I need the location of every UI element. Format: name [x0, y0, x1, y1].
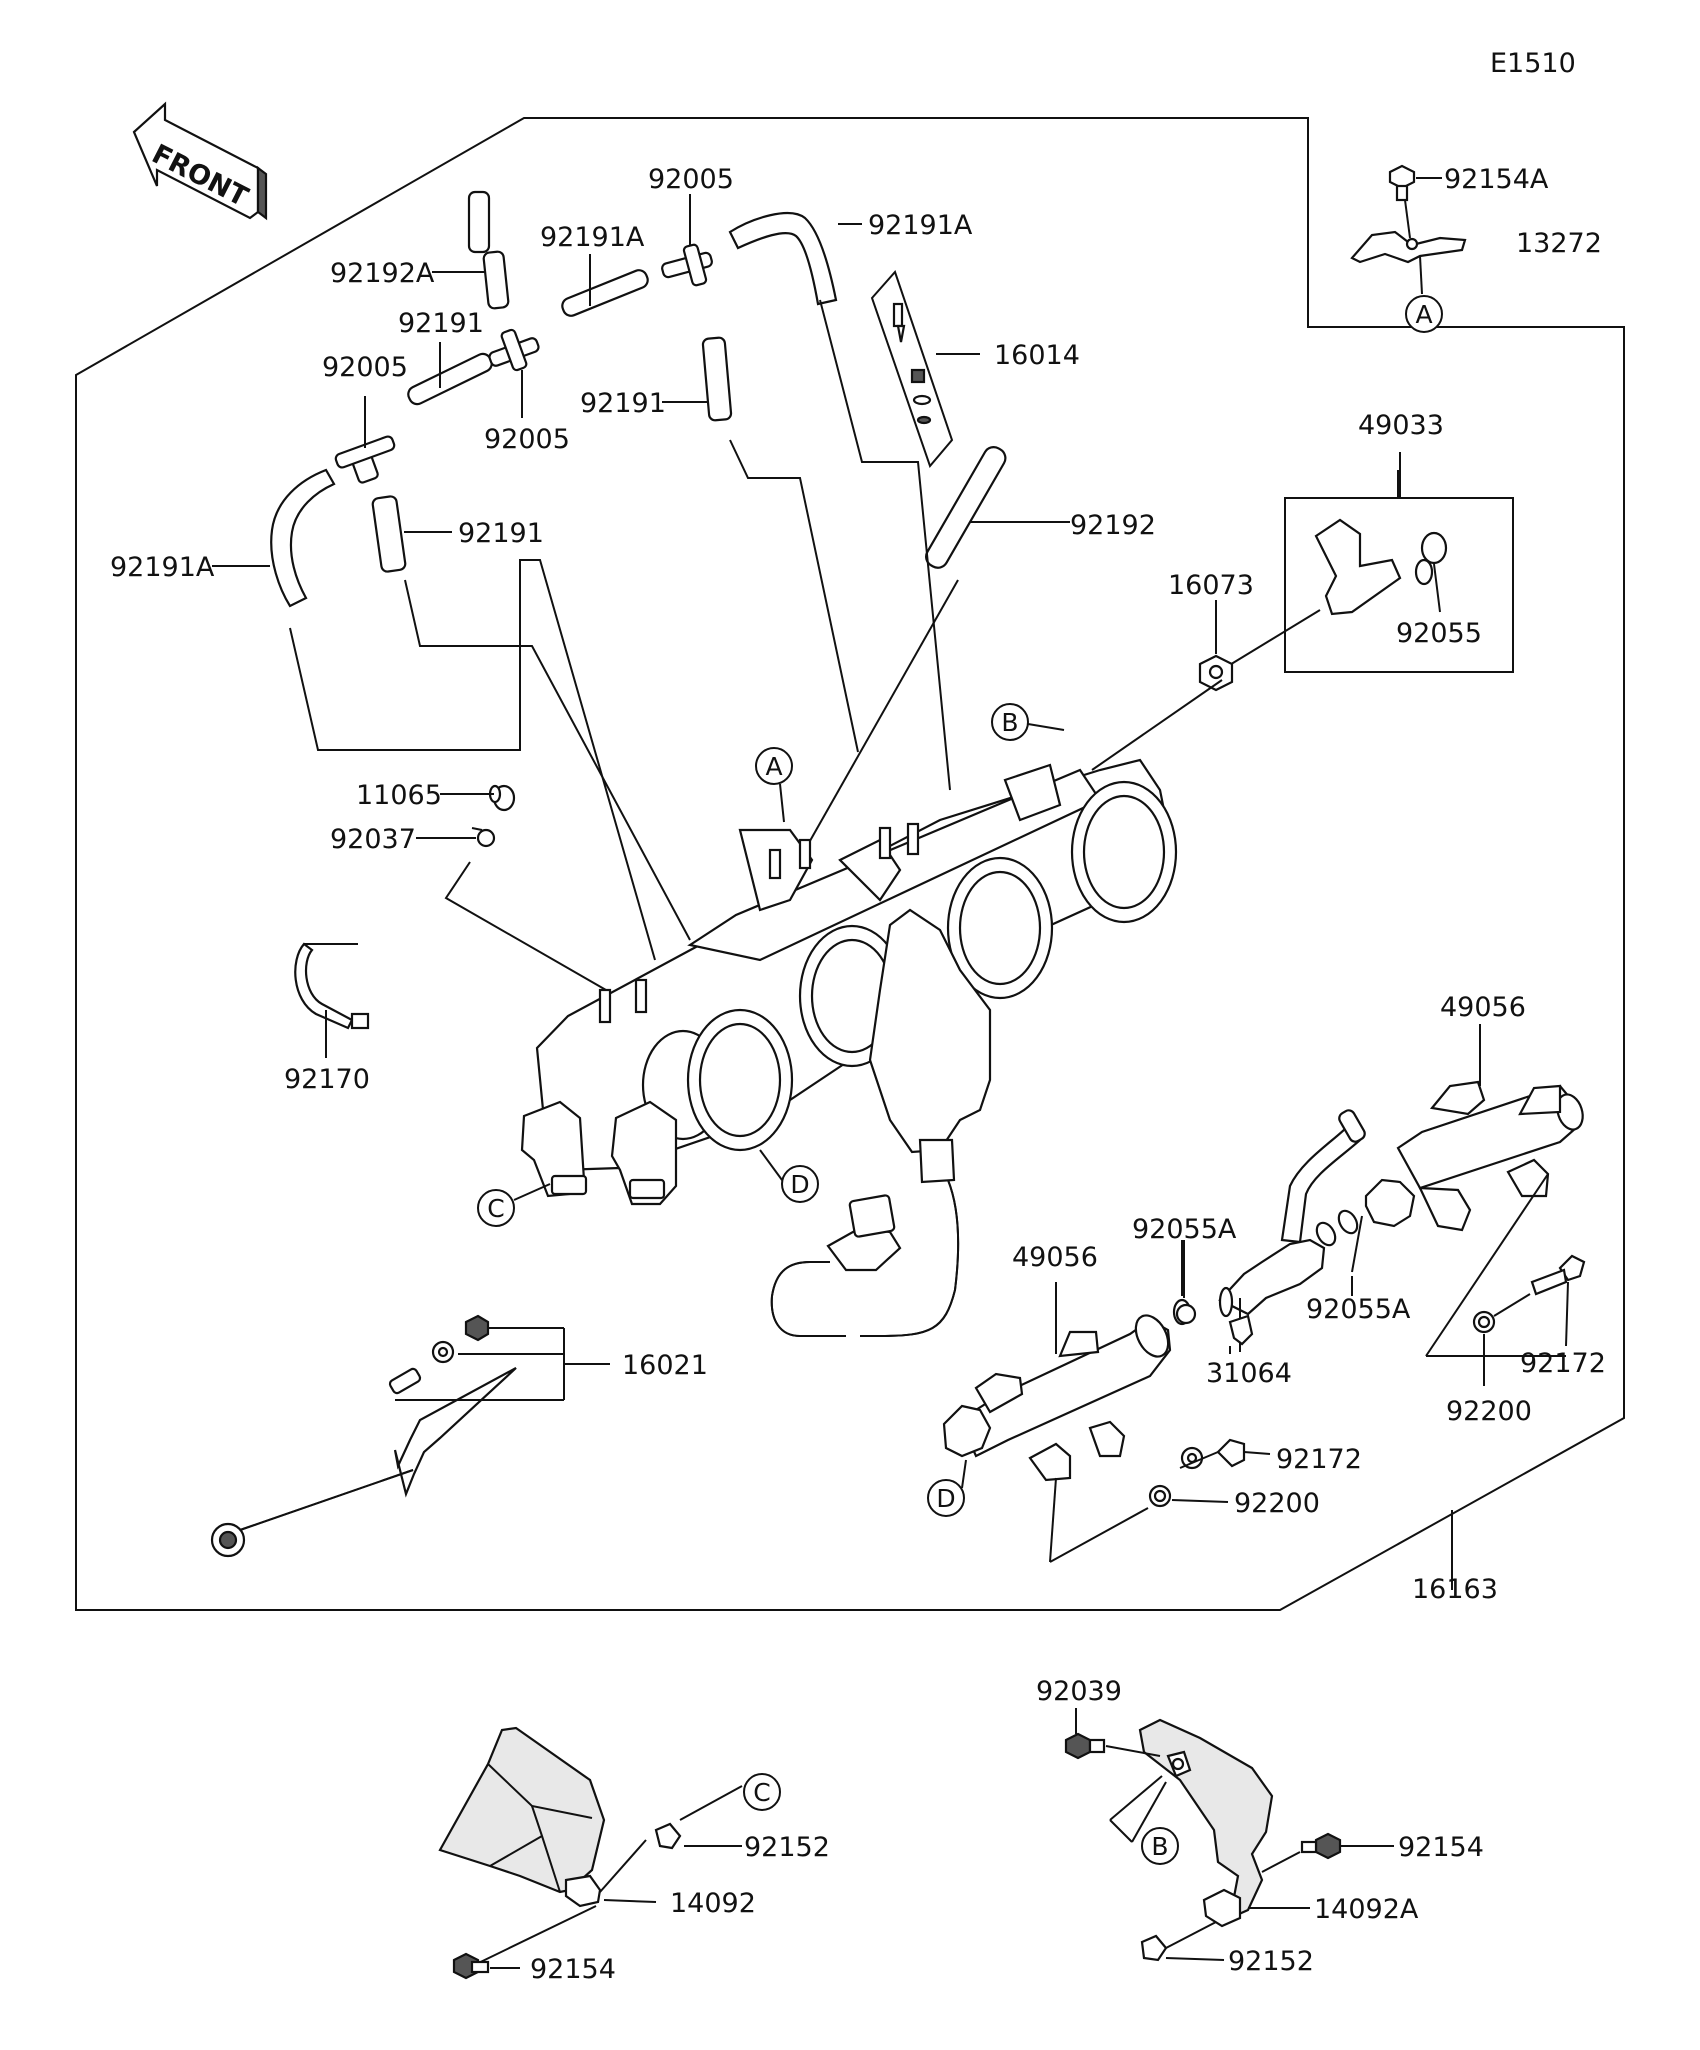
ref-circle-a-top: A	[1405, 295, 1443, 333]
label-92154-l: 92154	[530, 1954, 616, 1985]
cap-11065	[488, 784, 516, 812]
label-92192A: 92192A	[330, 258, 435, 289]
ref-circle-c-cover: C	[743, 1773, 781, 1811]
label-92191A-top: 92191A	[868, 210, 973, 241]
svg-text:D: D	[790, 1170, 809, 1199]
svg-text:A: A	[1415, 300, 1432, 329]
bracket-13272	[1350, 199, 1467, 295]
front-arrow-icon: FRONT	[132, 101, 268, 221]
bolt-92154A	[1388, 164, 1442, 202]
label-92191-b: 92191	[580, 388, 666, 419]
diagram-code: E1510	[1490, 48, 1576, 79]
label-92200-l: 92200	[1234, 1488, 1320, 1519]
ref-circle-b-top: B	[991, 703, 1065, 741]
label-49056-r: 49056	[1440, 992, 1526, 1023]
svg-text:C: C	[487, 1194, 504, 1223]
label-14092A: 14092A	[1314, 1894, 1419, 1925]
label-92200-r: 92200	[1446, 1396, 1532, 1427]
ref-circle-d: D	[759, 1149, 819, 1203]
label-92154A: 92154A	[1444, 164, 1549, 195]
label-92154-r: 92154	[1398, 1832, 1484, 1863]
label-92055: 92055	[1396, 618, 1482, 649]
label-92005-mid: 92005	[484, 424, 570, 455]
label-92191A-mid: 92191A	[540, 222, 645, 253]
label-92005-left: 92005	[322, 352, 408, 383]
label-92055A-r: 92055A	[1306, 1294, 1411, 1325]
ref-circle-d-rail: D	[927, 1459, 967, 1517]
clamp-92170	[294, 942, 370, 1030]
label-13272: 13272	[1516, 228, 1602, 259]
svg-text:D: D	[936, 1484, 955, 1513]
label-14092: 14092	[670, 1888, 756, 1919]
hose-network	[270, 190, 1007, 961]
sensor-16021	[210, 1314, 565, 1558]
fuel-rail-group	[942, 1024, 1586, 1590]
ref-circle-b-cover: B	[1141, 1827, 1179, 1865]
label-92192: 92192	[1070, 510, 1156, 541]
kit-16014	[870, 270, 980, 468]
throttle-body	[520, 679, 1223, 1206]
assembly-boundary	[75, 117, 1625, 1611]
cover-14092	[438, 1726, 743, 1980]
svg-text:C: C	[753, 1778, 770, 1807]
svg-text:B: B	[1001, 708, 1018, 737]
label-92191-c: 92191	[458, 518, 544, 549]
kit-49033	[1227, 452, 1514, 673]
label-92055A-l: 92055A	[1132, 1214, 1237, 1245]
label-92172-r: 92172	[1520, 1348, 1606, 1379]
svg-text:A: A	[765, 752, 782, 781]
label-92152-l: 92152	[744, 1832, 830, 1863]
nut-16073	[1198, 654, 1234, 692]
label-16163: 16163	[1412, 1574, 1498, 1605]
label-92039: 92039	[1036, 1676, 1122, 1707]
label-16014: 16014	[994, 340, 1080, 371]
label-92170: 92170	[284, 1064, 370, 1095]
label-31064: 31064	[1206, 1358, 1292, 1389]
clip-92037	[444, 827, 607, 991]
ref-circle-c: C	[477, 1183, 551, 1227]
label-49033: 49033	[1358, 410, 1444, 441]
label-92191A-left: 92191A	[110, 552, 215, 583]
ref-circle-a: A	[755, 747, 793, 823]
part-labels: 92154A 13272 92005 92191A 92191A 92192A …	[110, 164, 1606, 1985]
label-16073: 16073	[1168, 570, 1254, 601]
svg-text:B: B	[1151, 1832, 1168, 1861]
label-92005-top: 92005	[648, 164, 734, 195]
label-92152-r: 92152	[1228, 1946, 1314, 1977]
label-92037: 92037	[330, 824, 416, 855]
label-16021: 16021	[622, 1350, 708, 1381]
leader-lines	[212, 194, 1481, 1732]
label-11065: 11065	[356, 780, 442, 811]
wiring-harness	[770, 1179, 960, 1337]
label-92191-a: 92191	[398, 308, 484, 339]
label-92172-l: 92172	[1276, 1444, 1362, 1475]
cover-14092A	[1064, 1708, 1394, 1962]
label-49056-l: 49056	[1012, 1242, 1098, 1273]
